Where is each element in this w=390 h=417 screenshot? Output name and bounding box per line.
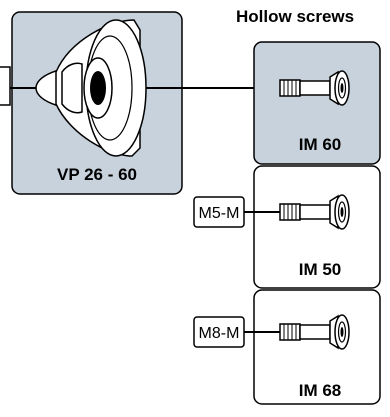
cup-label: VP 26 - 60 [57,165,137,184]
screw-label: IM 50 [299,260,342,279]
screw-card-im50 [253,165,381,289]
thread-label: M5-M [199,205,240,222]
left-edge-box [0,66,11,106]
screw-label: IM 60 [299,135,342,154]
screw-card-im68 [253,289,381,405]
suction-cup-icon [35,19,147,157]
screw-label: IM 68 [299,381,342,400]
screw-card-im60 [253,41,381,165]
section-title: Hollow screws [236,7,354,26]
thread-label: M8-M [199,325,240,342]
